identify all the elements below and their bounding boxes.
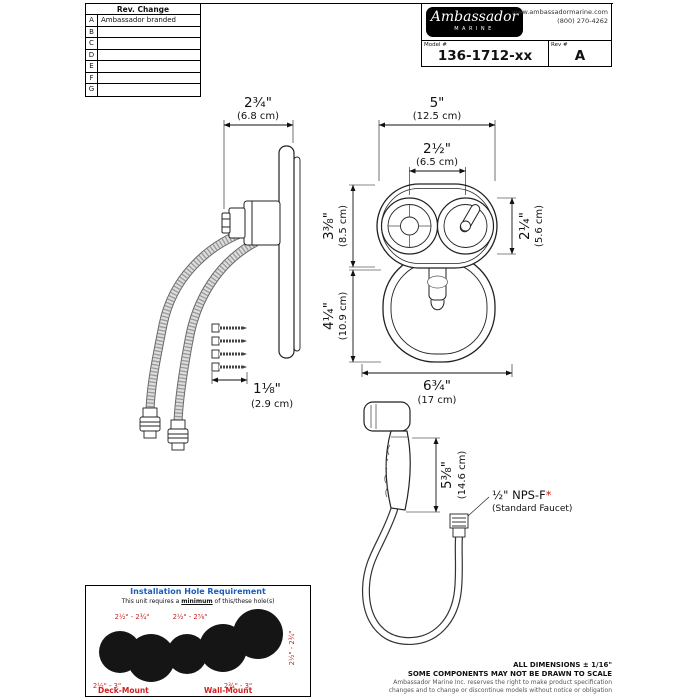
holder-bracket — [382, 253, 496, 363]
title-block: Ambassador MARINE www.ambassadormarine.c… — [421, 3, 612, 67]
sprayer-head — [363, 401, 411, 432]
dim-text: (14.6 cm) — [457, 451, 468, 500]
hose-fitting — [139, 407, 161, 439]
thread-label: ½" NPS-F* — [492, 488, 552, 502]
rev-label: Rev # — [551, 42, 568, 48]
dim-text: (17 cm) — [418, 395, 457, 406]
dim-bracket-height: 4¼" (10.9 cm) — [321, 269, 381, 363]
dim-screw-length: 1⅛" (2.9 cm) — [211, 372, 293, 410]
dim-text: 2¾" — [244, 95, 272, 111]
side-view-assembly — [139, 145, 301, 451]
brand-name: Ambassador — [430, 9, 519, 25]
screw — [211, 323, 247, 333]
install-box-title: Installation Hole Requirement — [130, 587, 266, 596]
screw — [211, 349, 247, 359]
brand-badge — [427, 275, 448, 289]
dim-sprayer-length: 5⅜" (14.6 cm) — [406, 437, 468, 513]
wall-mount-caption: Wall-Mount — [204, 686, 253, 695]
dim-knob-diameter: 2¼" (5.6 cm) — [497, 197, 545, 255]
dim-side-depth: 2¾" (6.8 cm) — [223, 95, 294, 209]
dim-text: (8.5 cm) — [338, 205, 349, 247]
revision-row: E — [86, 61, 200, 73]
dim-text: (10.9 cm) — [338, 292, 349, 341]
revision-table-title: Rev. Change — [86, 4, 200, 15]
wall-hole-size-bottom: 2¾" - 3" — [224, 682, 252, 690]
screw — [211, 336, 247, 346]
rev-value: A — [574, 48, 586, 64]
website-text: www.ambassadormarine.com — [511, 8, 608, 16]
dim-text: (12.5 cm) — [413, 111, 462, 122]
phone-text: (800) 270-4262 — [557, 17, 608, 25]
installation-hole-requirement-box: Installation Hole Requirement This unit … — [85, 585, 311, 697]
title-block-header: Ambassador MARINE www.ambassadormarine.c… — [422, 4, 611, 40]
contact-info: www.ambassadormarine.com (800) 270-4262 — [512, 8, 608, 26]
ambassador-logo: Ambassador MARINE — [426, 7, 523, 37]
revision-row: F — [86, 72, 200, 84]
dim-text: (2.9 cm) — [251, 399, 293, 410]
rev-cell: Rev # A — [549, 41, 611, 66]
right-knob — [436, 197, 495, 255]
left-knob — [380, 197, 439, 255]
valve-body — [221, 200, 281, 246]
dim-text: (5.6 cm) — [534, 205, 545, 247]
dim-text: 4¼" — [321, 302, 337, 330]
dim-overall-width: 6¾" (17 cm) — [361, 364, 513, 406]
footer-notes: ALL DIMENSIONS ± 1/16" SOME COMPONENTS M… — [389, 661, 612, 694]
dim-text: 2½" — [423, 141, 451, 157]
wall-hole-circle — [233, 609, 283, 659]
dim-text: 6¾" — [423, 378, 451, 394]
dim-knob-spacing: 2½" (6.5 cm) — [409, 141, 466, 195]
scale-note: SOME COMPONENTS MAY NOT BE DRAWN TO SCAL… — [407, 670, 612, 678]
dim-text: 5" — [430, 95, 445, 111]
deck-hole-size-top: 2½" - 2¾" — [115, 613, 150, 621]
wall-hole-size-side: 2½" - 2¾" — [288, 631, 296, 666]
brand-subtitle: MARINE — [454, 26, 495, 32]
disclaimer-line: Ambassador Marine Inc. reserves the righ… — [393, 679, 612, 686]
dim-text: 1⅛" — [253, 381, 281, 397]
model-cell: Model # 136-1712-xx — [422, 41, 549, 66]
mounting-screws — [211, 323, 247, 372]
tolerance-note: ALL DIMENSIONS ± 1/16" — [513, 661, 612, 669]
thread-sublabel: (Standard Faucet) — [492, 504, 572, 514]
dim-text: 5⅜" — [439, 461, 455, 489]
front-view-assembly — [376, 183, 498, 363]
dim-text: (6.5 cm) — [416, 157, 458, 168]
dim-text: 2¼" — [517, 212, 533, 240]
sprayer-handle — [384, 430, 411, 511]
install-box-note: This unit requires a minimum of this/the… — [121, 598, 275, 605]
dim-housing-height: 3⅜" (8.5 cm) — [321, 184, 375, 268]
sheet-top-border — [85, 3, 613, 4]
sprayer-assembly — [361, 401, 469, 646]
deck-mount-caption: Deck-Mount — [98, 686, 149, 695]
wall-hole-circle — [167, 634, 207, 674]
thread-callout: ½" NPS-F* (Standard Faucet) — [467, 488, 572, 517]
title-block-fields: Model # 136-1712-xx Rev # A — [422, 40, 611, 66]
model-label: Model # — [424, 42, 447, 48]
hose-fitting — [167, 419, 189, 451]
revision-row: B — [86, 26, 200, 38]
hole-diagrams: 2½" - 2¾" 2½" - 3" 2½" - 2⅝" 2½" - 2¾" 2… — [93, 609, 296, 690]
wall-hole-size-top: 2½" - 2⅝" — [173, 613, 208, 621]
deck-hole-size-bottom: 2½" - 3" — [93, 682, 121, 690]
revision-row: G — [86, 84, 200, 96]
supply-hoses — [145, 225, 259, 423]
disclaimer-line: changes and to change or discontinue mod… — [388, 686, 612, 694]
dim-front-width: 5" (12.5 cm) — [378, 95, 496, 181]
revision-row: D — [86, 49, 200, 61]
sprayer-hose — [361, 506, 463, 646]
dim-text: 3⅜" — [321, 212, 337, 240]
screw — [211, 362, 247, 372]
revision-row: C — [86, 38, 200, 50]
hose-thread-fitting — [449, 513, 469, 538]
mounting-plate — [278, 145, 301, 359]
deck-hole-circle — [127, 634, 175, 682]
model-number: 136-1712-xx — [437, 48, 533, 64]
dim-text: (6.8 cm) — [237, 111, 279, 122]
